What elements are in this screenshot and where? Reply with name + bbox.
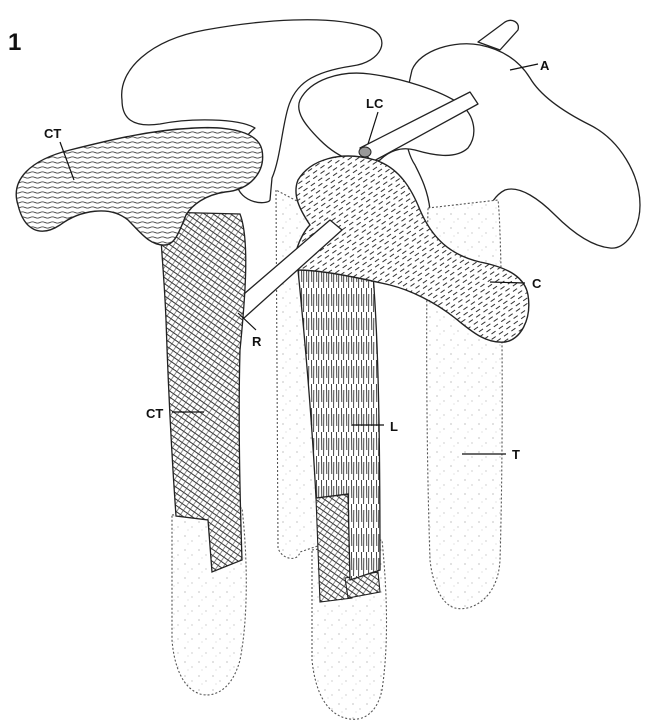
- label-ct-top: CT: [44, 126, 61, 141]
- label-t: T: [512, 447, 520, 462]
- label-r: R: [252, 334, 262, 349]
- label-a: A: [540, 58, 550, 73]
- figure-number: 1: [8, 29, 21, 56]
- label-c: C: [532, 276, 542, 291]
- label-lc: LC: [366, 96, 384, 111]
- label-l: L: [390, 419, 398, 434]
- label-ct-mid: CT: [146, 406, 163, 421]
